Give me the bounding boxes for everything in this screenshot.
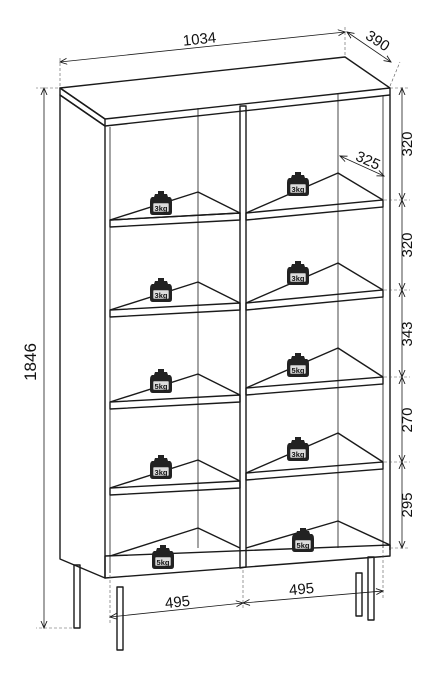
shelf-height-label-3: 343 <box>399 321 416 346</box>
weight-jar-left-5: 5kg <box>151 544 175 570</box>
shelf-bottom <box>109 520 391 557</box>
top-panel <box>59 56 391 120</box>
weight-jar-left-3: 5kg <box>149 368 173 394</box>
top-front-underside <box>104 94 391 127</box>
svg-text:3kg: 3kg <box>155 291 168 300</box>
dimension-shelf-depth-label: 325 <box>353 148 383 174</box>
shelf-2 <box>109 262 384 318</box>
leg-back-left <box>355 572 363 617</box>
shelf-1 <box>109 172 384 228</box>
svg-text:5kg: 5kg <box>155 382 168 391</box>
dimension-width: 1034 <box>60 26 345 86</box>
dimension-height: 1846 <box>21 88 72 628</box>
shelf-3 <box>109 347 384 410</box>
shelf-height-label-1: 320 <box>399 131 416 156</box>
compartment-width-left-label: 495 <box>164 593 191 613</box>
shelf-height-label-5: 295 <box>399 492 416 517</box>
top-front-edge <box>59 87 106 127</box>
shelf-4 <box>109 432 384 496</box>
dimension-height-label: 1846 <box>21 343 40 381</box>
bottom-plinth <box>104 544 391 579</box>
svg-text:3kg: 3kg <box>292 274 305 283</box>
svg-text:3kg: 3kg <box>292 185 305 194</box>
weight-labels: 3kg 3kg 3kg 3kg 5kg 5kg 3kg 3kg 5kg 5kg <box>149 171 315 570</box>
weight-jar-right-2: 3kg <box>286 260 310 286</box>
weight-jar-right-1: 3kg <box>286 171 310 197</box>
shelf-height-label-2: 320 <box>399 232 416 257</box>
dimension-shelf-depth: 325 <box>340 148 384 176</box>
svg-text:5kg: 5kg <box>157 558 170 567</box>
svg-text:3kg: 3kg <box>155 204 168 213</box>
dimension-depth-label: 390 <box>362 27 392 55</box>
center-divider <box>239 105 247 569</box>
cabinet-body <box>59 56 391 579</box>
shelf-height-label-4: 270 <box>399 407 416 432</box>
dimension-width-label: 1034 <box>182 29 217 49</box>
svg-text:3kg: 3kg <box>292 450 305 459</box>
weight-jar-right-3: 5kg <box>286 352 310 378</box>
weight-jar-right-4: 3kg <box>286 436 310 462</box>
svg-text:3kg: 3kg <box>155 468 168 477</box>
weight-jar-left-1: 3kg <box>149 190 173 216</box>
dimension-shelf-heights: 320 320 343 270 295 <box>384 88 416 548</box>
legs <box>73 556 375 651</box>
svg-text:5kg: 5kg <box>297 541 310 550</box>
compartment-width-right-label: 495 <box>288 580 314 599</box>
shelves <box>109 172 391 557</box>
left-side-panel <box>59 94 106 579</box>
svg-text:5kg: 5kg <box>292 366 305 375</box>
weight-jar-left-2: 3kg <box>149 277 173 303</box>
weight-jar-right-5: 5kg <box>291 527 315 553</box>
leg-front-right <box>116 586 124 651</box>
weight-jar-left-4: 3kg <box>149 454 173 480</box>
leg-back-right <box>367 556 375 621</box>
dimension-compartments: 495 495 <box>110 550 383 625</box>
leg-front-left <box>73 564 81 629</box>
